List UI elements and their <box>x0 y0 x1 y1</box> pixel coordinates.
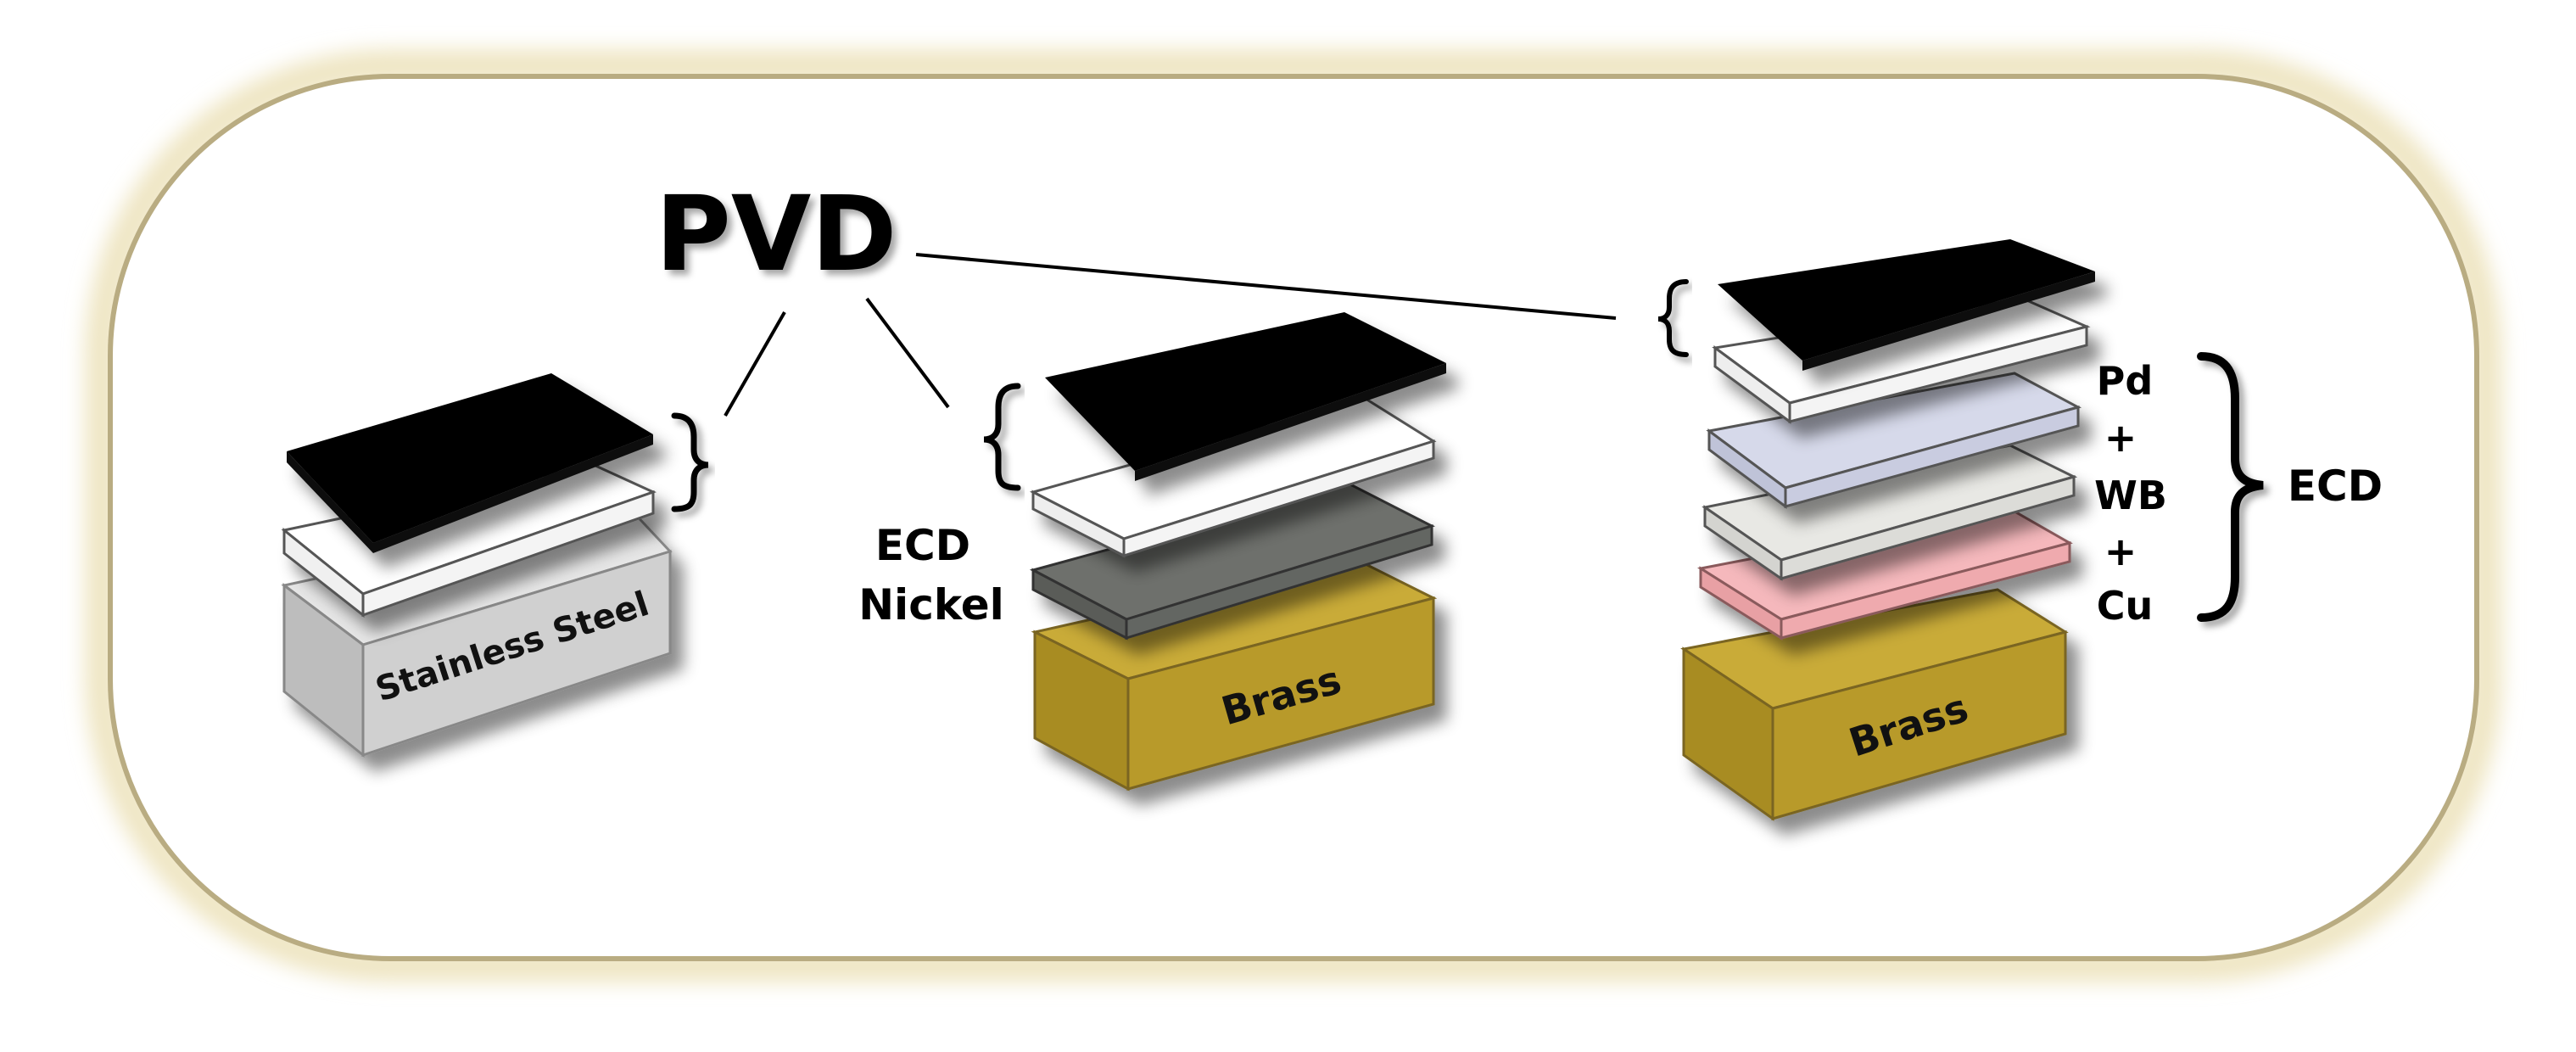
cu-label: Cu <box>2097 583 2154 629</box>
brace-right-pvd <box>1657 279 1689 357</box>
brass-substrate-middle <box>1031 558 1438 792</box>
pvd-white-layer-right <box>1712 297 2091 424</box>
wb-label: WB <box>2094 473 2167 518</box>
brace-middle-pvd <box>983 383 1021 491</box>
pd-label: Pd <box>2097 358 2154 404</box>
pvd-connector-lines <box>724 253 1617 417</box>
ecd-label-right: ECD <box>2288 462 2383 511</box>
stack-brass-nickel: Brass ECD Nickel <box>858 312 1446 792</box>
pvd-black-layer-middle <box>1045 312 1446 481</box>
plus-label-2: + <box>2104 529 2137 574</box>
stack-brass-multilayer: Brass Pd <box>1657 239 2383 821</box>
plus-label-1: + <box>2104 415 2137 461</box>
pvd-title: PVD <box>655 174 897 294</box>
brace-right-ecd <box>2197 352 2264 622</box>
nickel-label: Nickel <box>858 580 1004 630</box>
pvd-black-layer-right <box>1718 239 2095 371</box>
brass-substrate-right <box>1680 588 2069 821</box>
white-bronze-layer <box>1702 444 2078 581</box>
palladium-layer <box>1706 372 2082 509</box>
pvd-black-layer-left <box>287 373 653 553</box>
stainless-steel-substrate <box>281 509 673 758</box>
brace-left-pvd <box>671 412 709 512</box>
stack-stainless-steel: Stainless Steel <box>281 373 709 758</box>
ecd-label-middle: ECD <box>875 521 970 570</box>
copper-layer <box>1696 507 2073 641</box>
pvd-white-layer-middle <box>1029 397 1437 558</box>
